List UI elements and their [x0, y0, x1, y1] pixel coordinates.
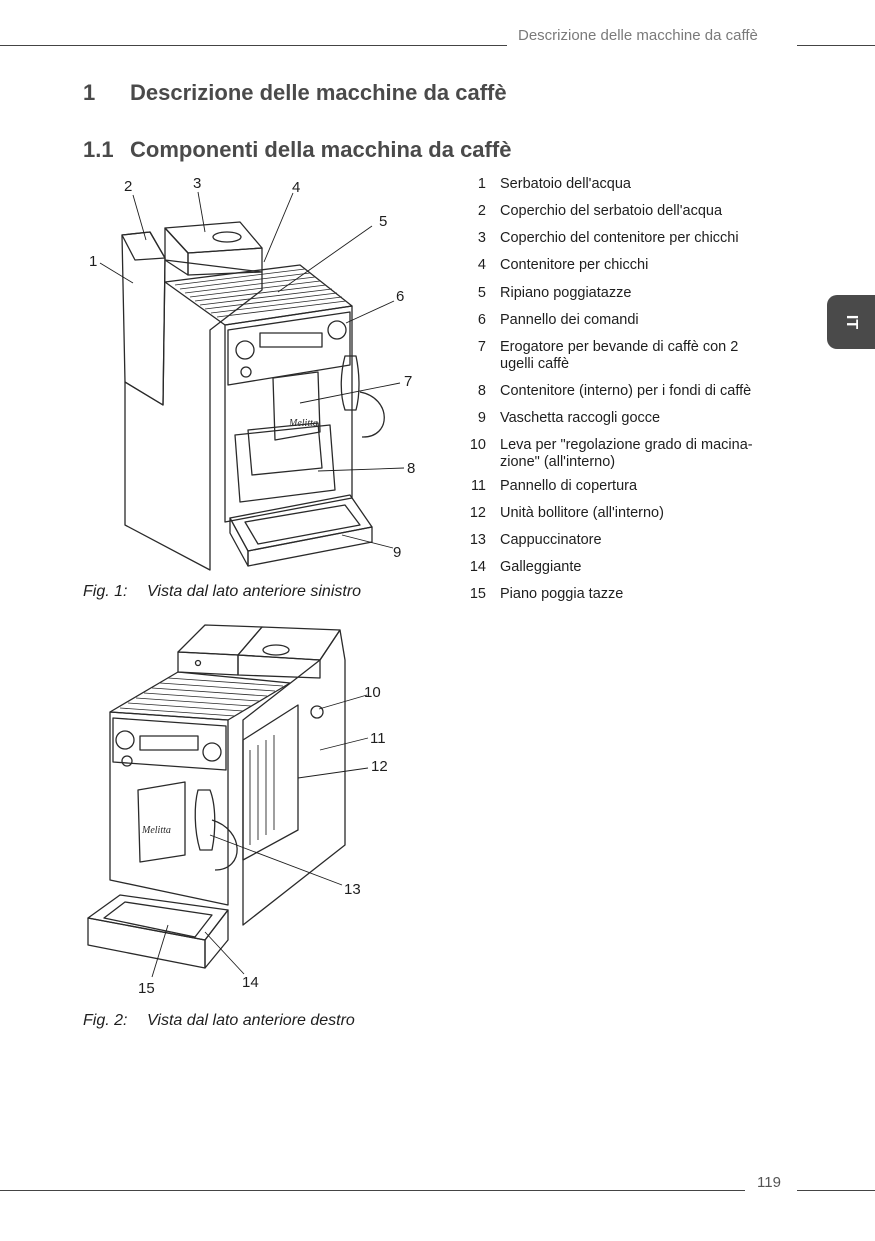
section-title: Descrizione delle macchine da caffè [130, 80, 507, 105]
list-item: 4 Contenitore per chicchi [464, 257, 794, 274]
brand-logo: Melitta [288, 418, 318, 429]
bean-lid-shape [237, 626, 341, 661]
part-text: Coperchio del serbatoio dell'acqua [500, 203, 723, 219]
callout-label: 8 [407, 460, 415, 477]
callout-label: 1 [89, 253, 97, 270]
figure-2-caption: Fig. 2: Vista dal lato anteriore destro [83, 1012, 355, 1030]
list-item: 11 Pannello di copertura [464, 478, 794, 495]
list-item: 5 Ripiano poggiatazze [464, 285, 794, 302]
callout-label: 11 [370, 730, 386, 747]
part-number: 3 [477, 230, 486, 246]
part-text: Cappuccinatore [500, 532, 602, 548]
language-tab-label: IT [843, 314, 860, 330]
part-text: Erogatore per bevande di caffè con 2 uge… [500, 339, 739, 372]
cappuccinatore-shape [194, 789, 216, 851]
part-text: Pannello di copertura [500, 478, 638, 494]
part-number: 15 [469, 586, 486, 602]
list-item: 13 Cappuccinatore [464, 532, 794, 549]
callout-label: 6 [396, 288, 404, 305]
callout-label: 15 [138, 980, 155, 997]
part-number: 8 [477, 383, 486, 399]
part-number: 4 [477, 257, 486, 273]
header-rule [0, 45, 507, 46]
part-text: Vaschetta raccogli gocce [500, 410, 661, 426]
control-panel-shape [227, 311, 351, 386]
list-item: 12 Unità bollitore (all'interno) [464, 505, 794, 522]
coffee-spout-shape [137, 781, 186, 863]
figure-caption-text: Vista dal lato anteriore sinistro [147, 583, 362, 600]
drip-tray-shape [87, 894, 229, 941]
part-text: Serbatoio dell'acqua [500, 176, 631, 192]
part-text: Galleggiante [500, 559, 582, 575]
list-item: 14 Galleggiante [464, 559, 794, 576]
part-text: Contenitore per chicchi [500, 257, 649, 273]
list-item: 1 Serbatoio dell'acqua [464, 176, 794, 193]
part-text: Leva per "regolazione grado di macina-zi… [500, 437, 753, 470]
list-item: 3 Coperchio del contenitore per chicchi [464, 230, 794, 247]
control-panel-shape [112, 717, 227, 771]
callout-label: 2 [124, 178, 132, 195]
callout-label: 12 [371, 758, 388, 775]
list-item: 7 Erogatore per bevande di caffè con 2 ug… [464, 339, 794, 373]
part-number: 6 [477, 312, 486, 328]
list-item: 10 Leva per "regolazione grado di macina-… [464, 437, 794, 471]
list-item: 8 Contenitore (interno) per i fondi di ca… [464, 383, 794, 400]
page-number: 119 [757, 1174, 781, 1191]
callout-label: 14 [242, 974, 259, 991]
list-item: 9 Vaschetta raccogli gocce [464, 410, 794, 427]
figure-1-illustration: Melitta 1 2 3 4 5 6 7 8 9 [89, 175, 415, 571]
subsection-heading: 1.1 Componenti della macchina da caffè [83, 137, 511, 163]
subsection-number: 1.1 [83, 137, 114, 162]
part-number: 11 [470, 478, 486, 494]
part-text: Piano poggia tazze [500, 586, 624, 602]
figure-1-caption: Fig. 1: Vista dal lato anteriore sinistro [83, 583, 361, 601]
part-text: Pannello dei comandi [500, 312, 639, 328]
figure-label: Fig. 1: [83, 583, 128, 600]
list-item: 15 Piano poggia tazze [464, 586, 794, 603]
section-number: 1 [83, 80, 96, 105]
callout-label: 3 [193, 175, 201, 192]
callout-label: 9 [393, 544, 401, 561]
parts-list: 1 Serbatoio dell'acqua 2 Coperchio del ser… [464, 176, 794, 603]
part-number: 1 [477, 176, 486, 192]
part-number: 9 [477, 410, 486, 426]
part-number: 14 [469, 559, 486, 575]
callout-label: 13 [344, 881, 361, 898]
language-tab: IT [827, 295, 875, 349]
part-text: Unità bollitore (all'interno) [500, 505, 664, 521]
cappuccinatore-shape [340, 355, 360, 411]
footer-rule [0, 1190, 745, 1191]
part-number: 5 [477, 285, 486, 301]
part-number: 13 [469, 532, 486, 548]
part-number: 2 [477, 203, 486, 219]
part-text: Coperchio del contenitore per chicchi [500, 230, 739, 246]
section-heading: 1 Descrizione delle macchine da caffè [83, 80, 507, 106]
callout-label: 7 [404, 373, 412, 390]
header-rule [797, 45, 875, 46]
figure-label: Fig. 2: [83, 1012, 128, 1029]
callout-label: 10 [364, 684, 381, 701]
part-text: Ripiano poggiatazze [500, 285, 632, 301]
part-text: Contenitore (interno) per i fondi di caf… [500, 383, 752, 399]
part-number: 12 [469, 505, 486, 521]
figure-caption-text: Vista dal lato anteriore destro [147, 1012, 355, 1029]
part-number: 7 [477, 339, 486, 355]
figure-2-illustration: Melitta 10 11 12 13 14 15 [87, 624, 388, 997]
coffee-spout-shape [272, 371, 321, 441]
running-header: Descrizione delle macchine da caffè [518, 27, 758, 44]
callout-label: 5 [379, 213, 387, 230]
part-number: 10 [469, 437, 486, 453]
list-item: 6 Pannello dei comandi [464, 312, 794, 329]
footer-rule [797, 1190, 875, 1191]
list-item: 2 Coperchio del serbatoio dell'acqua [464, 203, 794, 220]
subsection-title: Componenti della macchina da caffè [130, 137, 512, 162]
callout-label: 4 [292, 179, 300, 196]
brand-logo: Melitta [141, 825, 171, 836]
